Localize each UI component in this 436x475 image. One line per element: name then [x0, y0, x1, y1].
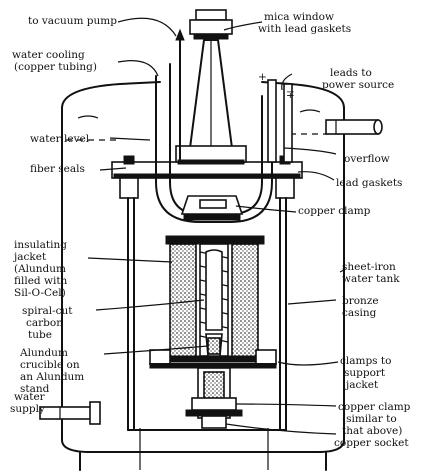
label-fiber-seals: fiber seals	[30, 163, 85, 175]
label-sheet-iron-2: water tank	[342, 273, 400, 285]
label-copper-clamp-b2: (similar to	[342, 413, 397, 425]
label-insulating-2: jacket	[12, 251, 47, 263]
label-bronze-2: casing	[342, 307, 377, 319]
label-clamps-1: clamps to	[340, 355, 391, 367]
bronze-casing	[127, 197, 287, 431]
sheet-iron-tank	[61, 81, 345, 471]
label-bronze-1: bronze	[342, 295, 379, 307]
label-alundum-1: Alundum	[19, 347, 68, 359]
label-spiral-1: spiral-cut	[22, 305, 73, 317]
label-minus: ∓	[286, 89, 295, 101]
label-water-supply-2: supply	[10, 403, 45, 415]
vacuum-tube	[175, 9, 247, 165]
label-water-supply-1: water	[14, 391, 46, 403]
label-leads-2: power source	[322, 79, 394, 91]
label-clamps-3: jacket	[344, 379, 379, 391]
label-copper-clamp-top: copper clamp	[298, 205, 371, 217]
label-spiral-2: carbon	[26, 317, 63, 329]
label-plus: +	[258, 71, 267, 83]
stand-and-socket	[185, 367, 243, 429]
label-water-level: water level	[30, 133, 90, 145]
leader-lines	[87, 17, 345, 435]
water-supply-pipe	[39, 401, 101, 425]
label-insulating-4: filled with	[14, 275, 68, 287]
power-leads	[267, 79, 293, 163]
label-mica-window-2: with lead gaskets	[258, 23, 351, 35]
label-water-cooling-2: (copper tubing)	[14, 61, 97, 73]
label-insulating-5: Sil-O-Cel)	[14, 287, 66, 299]
label-alundum-2: crucible on	[20, 359, 80, 371]
label-alundum-3: an Alundum	[20, 371, 84, 383]
label-leads-1: leads to	[330, 67, 372, 79]
vacuum-pump-outlet	[175, 28, 185, 161]
label-copper-clamp-b1: copper clamp	[338, 401, 411, 413]
label-overflow: overflow	[344, 153, 390, 165]
copper-clamp-top	[180, 195, 244, 221]
alundum-crucible	[205, 333, 223, 357]
label-spiral-3: tube	[28, 329, 52, 341]
label-sheet-iron-1: sheet-iron	[342, 261, 396, 273]
label-vacuum-pump: to vacuum pump	[28, 15, 117, 27]
label-clamps-2: support	[344, 367, 386, 379]
label-insulating-1: insulating	[14, 239, 67, 251]
label-alundum-4: stand	[20, 383, 50, 395]
label-copper-socket: copper socket	[334, 437, 409, 449]
label-mica-window-1: mica window	[264, 11, 334, 23]
label-water-cooling-1: water cooling	[12, 49, 85, 61]
label-insulating-3: (Alundum	[14, 263, 66, 275]
label-copper-clamp-b3: that above)	[342, 425, 402, 437]
label-lead-gaskets: lead gaskets	[336, 177, 402, 189]
overflow-pipe	[325, 119, 383, 135]
water-level-line	[66, 109, 340, 141]
